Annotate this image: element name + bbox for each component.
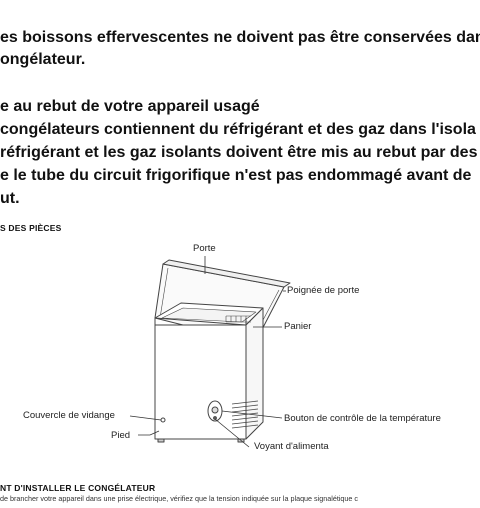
temperature-knob-icon (207, 400, 223, 422)
install-heading: NT D'INSTALLER LE CONGÉLATEUR (0, 483, 156, 493)
freezer-body (154, 302, 264, 440)
label-pied: Pied (111, 430, 131, 441)
disposal-line-3: e le tube du circuit frigorifique n'est … (0, 167, 472, 184)
foot-icon (157, 438, 165, 443)
vent-grill (231, 400, 259, 429)
disposal-line-1: congélateurs contiennent du réfrigérant … (0, 121, 476, 138)
label-couvercle: Couvercle de vidange (23, 410, 115, 421)
disposal-heading: e au rebut de votre appareil usagé (0, 98, 260, 115)
intro-line-1: es boissons effervescentes ne doivent pa… (0, 29, 480, 46)
disposal-line-2: réfrigérant et les gaz isolants doivent … (0, 144, 478, 161)
label-voyant: Voyant d'alimenta (254, 441, 329, 452)
install-text: de brancher votre appareil dans une pris… (0, 494, 359, 503)
parts-section-title: S DES PIÈCES (0, 223, 62, 233)
basket (225, 315, 251, 323)
power-light-icon (213, 416, 217, 420)
label-panier: Panier (284, 321, 312, 332)
label-porte: Porte (193, 243, 216, 254)
label-poignee: Poignée de porte (287, 285, 360, 296)
disposal-line-4: ut. (0, 190, 20, 207)
label-bouton: Bouton de contrôle de la température (284, 413, 441, 424)
intro-line-2: ongélateur. (0, 51, 86, 68)
